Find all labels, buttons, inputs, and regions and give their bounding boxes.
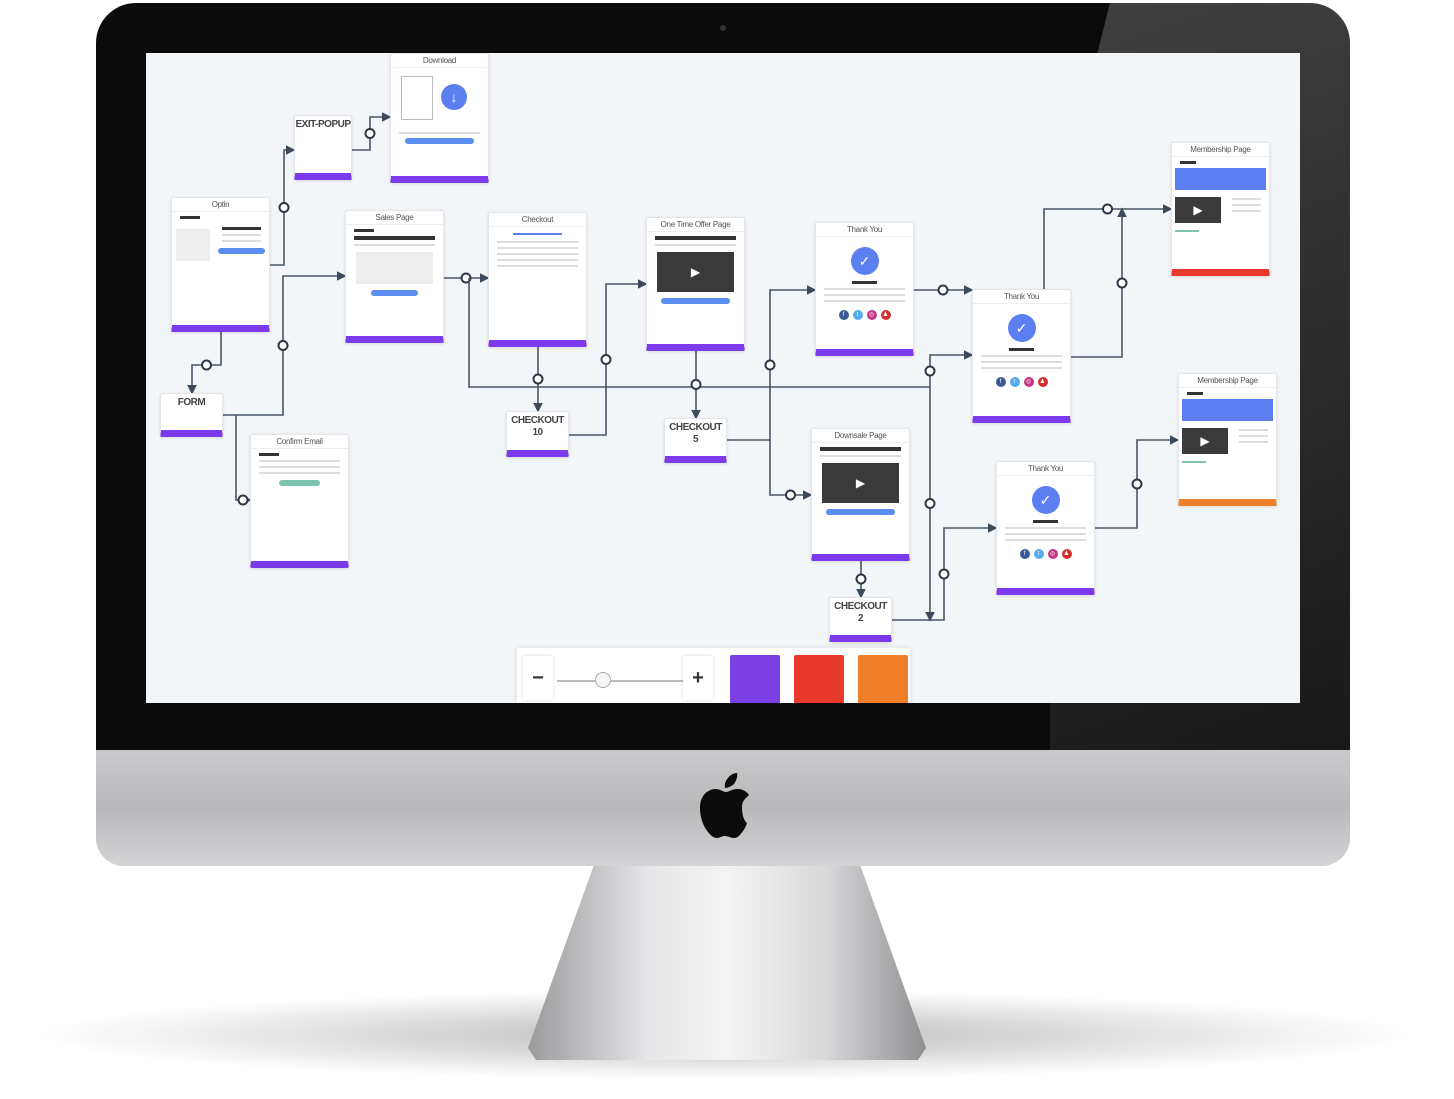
connector	[769, 440, 813, 500]
connector-delete-icon[interactable]	[201, 359, 212, 371]
connector-delete-icon[interactable]	[1116, 277, 1128, 289]
zoom-slider[interactable]	[557, 680, 685, 682]
apple-logo-icon	[700, 773, 749, 838]
zoom-slider-handle[interactable]	[595, 672, 611, 688]
connector-lines	[187, 112, 1180, 622]
step-title: Downsale Page	[812, 429, 909, 443]
funnel-step-membership-2[interactable]: Membership Page ▶	[1178, 373, 1277, 506]
step-title: One Time Offer Page	[647, 218, 744, 232]
social-icon: f	[1019, 549, 1030, 559]
step-count: 5	[692, 434, 699, 445]
monitor-stand	[528, 860, 926, 1060]
funnel-step-confirm-email[interactable]: Confirm Email	[250, 434, 349, 568]
step-title: Thank You	[973, 290, 1070, 304]
step-title: CHECKOUT	[511, 415, 564, 426]
social-icon: t	[852, 310, 863, 320]
step-title: Checkout	[489, 213, 586, 227]
step-title: Download	[391, 54, 488, 68]
download-icon: ↓	[441, 84, 467, 110]
connector	[1043, 204, 1173, 289]
connector-delete-icon[interactable]	[364, 128, 376, 139]
connector-delete-icon[interactable]	[764, 359, 776, 371]
play-icon: ▶	[1182, 428, 1228, 454]
funnel-step-checkout[interactable]: Checkout	[488, 212, 587, 347]
camera	[720, 25, 726, 31]
step-title: FORM	[177, 397, 206, 408]
zoom-out-button[interactable]: −	[523, 656, 553, 700]
step-title: CHECKOUT	[834, 601, 887, 612]
funnel-step-optin[interactable]: Optin	[171, 197, 270, 332]
color-swatch-red[interactable]	[794, 655, 844, 703]
connector-delete-icon[interactable]	[237, 494, 249, 506]
step-title: Thank You	[997, 462, 1094, 476]
funnel-step-exit-popup[interactable]: EXIT-POPUP	[294, 115, 352, 180]
check-icon: ✓	[1007, 314, 1036, 342]
step-title: Confirm Email	[251, 435, 348, 449]
connector	[1071, 207, 1127, 358]
social-icon: ♟	[1037, 377, 1048, 387]
funnel-canvas[interactable]: Download ↓ EXIT-POPUP Optin FORM Confirm…	[146, 53, 1300, 703]
funnel-step-sales-page[interactable]: Sales Page	[345, 210, 444, 343]
funnel-step-form[interactable]: FORM	[160, 393, 223, 437]
social-icon: ♟	[880, 310, 891, 320]
funnel-step-download[interactable]: Download ↓	[390, 53, 489, 183]
step-title: Membership Page	[1172, 143, 1269, 157]
connector-delete-icon[interactable]	[855, 573, 867, 585]
connector	[235, 415, 252, 505]
step-count: 2	[857, 613, 864, 624]
connector-delete-icon[interactable]	[278, 202, 290, 213]
connector-delete-icon[interactable]	[1102, 203, 1113, 215]
color-swatch-orange[interactable]	[858, 655, 908, 703]
connector-delete-icon[interactable]	[532, 373, 544, 385]
social-icon: f	[995, 377, 1006, 387]
social-icon: f	[838, 310, 849, 320]
check-icon: ✓	[850, 247, 879, 275]
play-icon: ▶	[657, 252, 734, 292]
funnel-step-downsale[interactable]: Downsale Page ▶	[811, 428, 910, 561]
connector-delete-icon[interactable]	[600, 354, 612, 365]
funnel-step-membership-1[interactable]: Membership Page ▶	[1171, 142, 1270, 276]
connector-delete-icon[interactable]	[1131, 478, 1143, 490]
funnel-step-oto[interactable]: One Time Offer Page ▶	[646, 217, 745, 351]
social-icon: ♟	[1061, 549, 1072, 559]
play-icon: ▶	[1175, 197, 1221, 223]
step-title: Membership Page	[1179, 374, 1276, 388]
step-count: 10	[532, 427, 543, 438]
step-title: Thank You	[816, 223, 913, 237]
check-icon: ✓	[1031, 486, 1060, 514]
connector-delete-icon[interactable]	[924, 365, 936, 377]
step-title: EXIT-POPUP	[295, 119, 351, 130]
connector-delete-icon[interactable]	[785, 489, 796, 501]
step-title: CHECKOUT	[669, 422, 722, 433]
social-icon: t	[1033, 549, 1044, 559]
funnel-step-checkout-5[interactable]: CHECKOUT 5	[664, 418, 727, 463]
connector-delete-icon[interactable]	[937, 284, 949, 296]
connector-delete-icon[interactable]	[924, 498, 936, 509]
social-icon: t	[1009, 377, 1020, 387]
zoom-in-button[interactable]: +	[683, 656, 713, 700]
connector-delete-icon[interactable]	[938, 568, 950, 580]
social-icon: ◎	[1023, 377, 1034, 387]
color-swatch-purple[interactable]	[730, 655, 780, 703]
funnel-step-checkout-2[interactable]: CHECKOUT 2	[829, 597, 892, 642]
connector-delete-icon[interactable]	[690, 379, 702, 390]
connector-delete-icon[interactable]	[277, 340, 289, 351]
funnel-step-checkout-10[interactable]: CHECKOUT 10	[506, 411, 569, 457]
step-title: Optin	[172, 198, 269, 212]
canvas-toolbar: − +	[517, 648, 910, 703]
social-icon: ◎	[866, 310, 877, 320]
play-icon: ▶	[822, 463, 899, 503]
social-icon: ◎	[1047, 549, 1058, 559]
step-title: Sales Page	[346, 211, 443, 225]
